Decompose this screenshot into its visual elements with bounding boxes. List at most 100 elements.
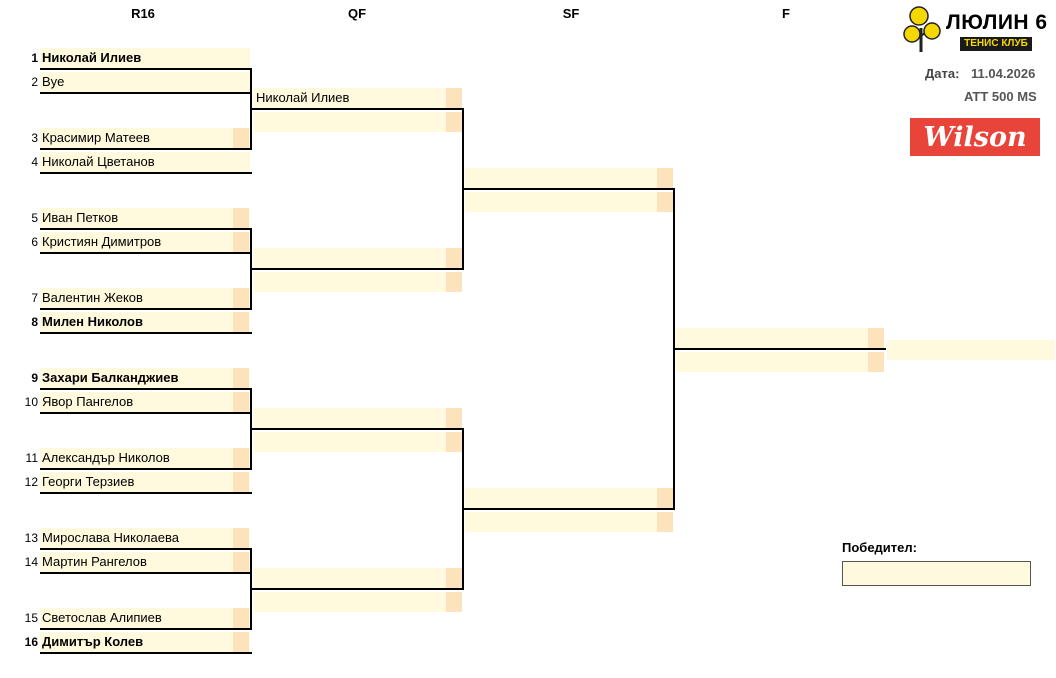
- bracket-line: [252, 588, 464, 590]
- bracket-line: [250, 388, 252, 470]
- qf-player-name[interactable]: Николай Илиев: [254, 88, 462, 108]
- bracket-line: [40, 228, 252, 230]
- club-logo-tree-icon: [903, 6, 941, 52]
- sf-player-name[interactable]: [465, 168, 673, 188]
- final-score-cell[interactable]: [868, 328, 884, 348]
- sf-score-cell[interactable]: [657, 168, 673, 188]
- bracket-line: [40, 388, 252, 390]
- bracket-line: [40, 92, 252, 94]
- r16-player-name[interactable]: Мирослава Николаева: [40, 528, 250, 548]
- champion-cell[interactable]: [887, 340, 1055, 360]
- club-name: ЛЮЛИН 6: [946, 11, 1048, 34]
- round-header-r16: R16: [131, 6, 155, 21]
- sf-score-cell[interactable]: [657, 488, 673, 508]
- r16-score-cell[interactable]: [233, 472, 249, 492]
- qf-player-name[interactable]: [254, 408, 462, 428]
- r16-score-cell[interactable]: [233, 368, 249, 388]
- qf-score-cell[interactable]: [446, 272, 462, 292]
- round-header-qf: QF: [347, 6, 367, 21]
- date-label: Дата:: [925, 66, 960, 81]
- r16-player-name[interactable]: Bye: [40, 72, 250, 92]
- r16-player-name[interactable]: Явор Пангелов: [40, 392, 250, 412]
- r16-player-name[interactable]: Иван Петков: [40, 208, 250, 228]
- r16-score-cell[interactable]: [233, 552, 249, 572]
- r16-player-name[interactable]: Красимир Матеев: [40, 128, 250, 148]
- bracket-line: [40, 308, 252, 310]
- r16-player-name[interactable]: Николай Цветанов: [40, 152, 250, 172]
- seed-number: 12: [24, 475, 38, 489]
- r16-score-cell[interactable]: [233, 448, 249, 468]
- bracket-line: [40, 412, 252, 414]
- round-header-sf: SF: [562, 6, 580, 21]
- seed-number: 5: [31, 211, 38, 225]
- r16-player-name[interactable]: Мартин Рангелов: [40, 552, 250, 572]
- seed-number: 2: [31, 75, 38, 89]
- qf-player-name[interactable]: [254, 592, 462, 612]
- qf-player-name[interactable]: [254, 568, 462, 588]
- r16-score-cell[interactable]: [233, 632, 249, 652]
- sf-player-name[interactable]: [465, 488, 673, 508]
- sf-player-name[interactable]: [465, 192, 673, 212]
- r16-player-name[interactable]: Светослав Алипиев: [40, 608, 250, 628]
- seed-number: 6: [31, 235, 38, 249]
- r16-score-cell[interactable]: [233, 312, 249, 332]
- r16-player-name[interactable]: Димитър Колев: [40, 632, 250, 652]
- qf-score-cell[interactable]: [446, 408, 462, 428]
- qf-score-cell[interactable]: [446, 248, 462, 268]
- qf-player-name[interactable]: [254, 248, 462, 268]
- club-subtitle: ТЕНИС КЛУБ: [960, 37, 1032, 51]
- r16-player-name[interactable]: Валентин Жеков: [40, 288, 250, 308]
- qf-player-name[interactable]: [254, 112, 462, 132]
- bracket-line: [40, 252, 252, 254]
- r16-player-name[interactable]: Милен Николов: [40, 312, 250, 332]
- r16-score-cell[interactable]: [233, 208, 249, 228]
- qf-score-cell[interactable]: [446, 568, 462, 588]
- winner-name: [843, 566, 846, 581]
- bracket-line: [40, 332, 252, 334]
- r16-score-cell[interactable]: [233, 128, 249, 148]
- seed-number: 4: [31, 155, 38, 169]
- bracket-line: [40, 468, 252, 470]
- r16-player-name[interactable]: Александър Николов: [40, 448, 250, 468]
- seed-number: 15: [24, 611, 38, 625]
- winner-label: Победител:: [842, 540, 917, 555]
- r16-score-cell[interactable]: [233, 608, 249, 628]
- r16-score-cell[interactable]: [233, 232, 249, 252]
- r16-score-cell[interactable]: [233, 392, 249, 412]
- r16-score-cell[interactable]: [233, 528, 249, 548]
- r16-score-cell[interactable]: [233, 288, 249, 308]
- r16-player-name[interactable]: Кристиян Димитров: [40, 232, 250, 252]
- qf-score-cell[interactable]: [446, 592, 462, 612]
- seed-number: 3: [31, 131, 38, 145]
- bracket-line: [674, 348, 886, 350]
- qf-player-name[interactable]: [254, 272, 462, 292]
- sf-score-cell[interactable]: [657, 192, 673, 212]
- final-player-name[interactable]: [676, 352, 884, 372]
- bracket-line: [463, 188, 675, 190]
- bracket-line: [463, 508, 675, 510]
- seed-number: 14: [24, 555, 38, 569]
- sf-player-name[interactable]: [465, 512, 673, 532]
- bracket-line: [40, 172, 252, 174]
- r16-player-name[interactable]: Захари Балканджиев: [40, 368, 250, 388]
- r16-player-name[interactable]: Николай Илиев: [40, 48, 250, 68]
- qf-score-cell[interactable]: [446, 112, 462, 132]
- bracket-line: [250, 68, 252, 150]
- bracket-line: [252, 108, 464, 110]
- winner-field[interactable]: [842, 561, 1031, 586]
- bracket-line: [40, 572, 252, 574]
- qf-player-name[interactable]: [254, 432, 462, 452]
- qf-score-cell[interactable]: [446, 432, 462, 452]
- bracket-line: [250, 228, 252, 310]
- qf-score-cell[interactable]: [446, 88, 462, 108]
- seed-number: 8: [31, 315, 38, 329]
- sponsor-logo: Wilson: [910, 118, 1040, 156]
- final-player-name[interactable]: [676, 328, 884, 348]
- bracket-line: [40, 548, 252, 550]
- bracket-line: [250, 548, 252, 630]
- final-score-cell[interactable]: [868, 352, 884, 372]
- r16-player-name[interactable]: Георги Терзиев: [40, 472, 250, 492]
- round-header-f: F: [782, 6, 790, 21]
- seed-number: 7: [31, 291, 38, 305]
- sf-score-cell[interactable]: [657, 512, 673, 532]
